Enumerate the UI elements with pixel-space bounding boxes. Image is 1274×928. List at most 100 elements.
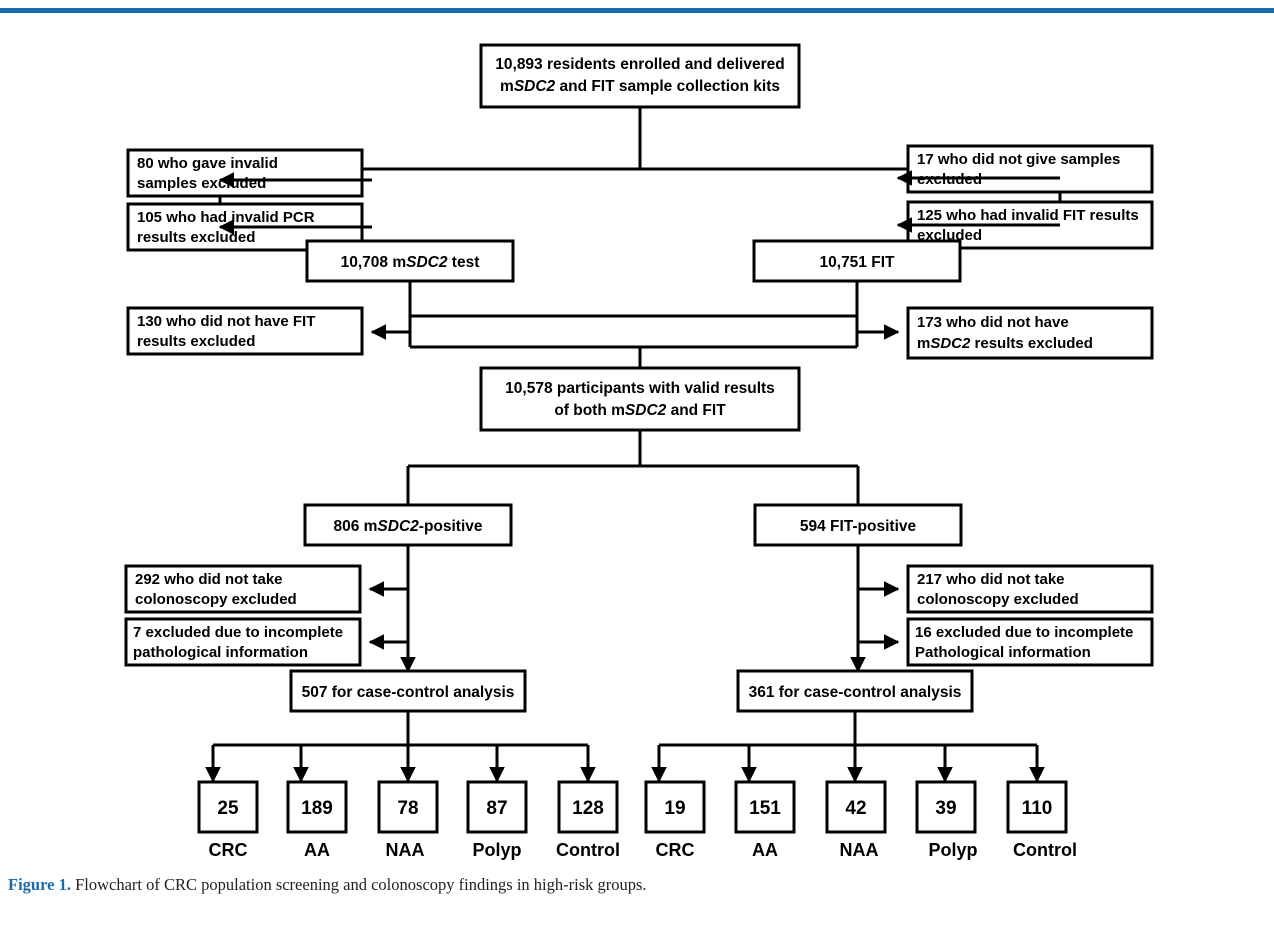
enrolled-line1: 10,893 residents enrolled and delivered: [495, 56, 784, 73]
node-excl-no-fit-results: 130 who did not have FIT results exclude…: [126, 306, 364, 356]
connector-fanout-right: [651, 711, 1045, 783]
outcome-right-label-4: Control: [1013, 840, 1077, 860]
outcome-right-3: 39 Polyp: [915, 780, 978, 860]
participants-line2: of both mSDC2 and FIT: [554, 402, 726, 419]
outcome-right-value-4: 110: [1022, 798, 1053, 819]
outcome-left-3: 87 Polyp: [466, 780, 528, 860]
excl-no-fit-results-line1: 130 who did not have FIT: [137, 313, 315, 330]
outcome-left-0: 25 CRC: [197, 780, 259, 860]
excl-incomplete-path-right-line1: 16 excluded due to incomplete: [915, 624, 1133, 641]
excl-incomplete-path-left-line1: 7 excluded due to incomplete: [133, 624, 343, 641]
outcome-left-2: 78 NAA: [377, 780, 439, 860]
excl-no-msdc2-results-post: results excluded: [970, 335, 1093, 352]
node-fit-test: 10,751 FIT: [752, 239, 962, 283]
fit-test-label: 10,751 FIT: [820, 254, 895, 271]
node-excl-invalid-samples: 80 who gave invalid samples excluded: [126, 148, 364, 198]
flowchart-figure: 10,893 residents enrolled and delivered …: [0, 18, 1274, 868]
top-accent-rule: [0, 8, 1274, 13]
excl-no-colo-right-line2: colonoscopy excluded: [917, 591, 1079, 608]
node-fit-positive: 594 FIT-positive: [753, 503, 963, 547]
outcome-left-value-2: 78: [397, 798, 418, 819]
node-analysis-right: 361 for case-control analysis: [736, 669, 974, 713]
excl-no-msdc2-results-line2: mSDC2 results excluded: [917, 335, 1093, 352]
connector-left-branch-spine: [368, 545, 416, 673]
participants-line2-pre: of both m: [554, 402, 625, 419]
node-msdc2-positive: 806 mSDC2-positive: [303, 503, 513, 547]
outcome-right-label-0: CRC: [656, 840, 695, 860]
excl-no-fit-results-line2: results excluded: [137, 333, 255, 350]
outcome-right-label-2: NAA: [840, 840, 879, 860]
figure-caption: Figure 1. Flowchart of CRC population sc…: [8, 874, 1208, 895]
connector-fanout-left: [205, 711, 596, 783]
connector-tests-merge: [408, 281, 859, 368]
analysis-right-label: 361 for case-control analysis: [749, 684, 962, 701]
connector-excl-left-top: [218, 172, 372, 235]
analysis-left-label: 507 for case-control analysis: [302, 684, 515, 701]
outcome-left-label-4: Control: [556, 840, 620, 860]
enrolled-line2: mSDC2 and FIT sample collection kits: [500, 78, 780, 95]
outcome-right-value-3: 39: [935, 798, 956, 819]
connector-participants-split: [406, 430, 860, 505]
msdc2-test-pre: 10,708 m: [341, 254, 407, 271]
figure-caption-text: Flowchart of CRC population screening an…: [70, 875, 647, 894]
msdc2-positive-post: -positive: [419, 518, 483, 535]
msdc2-test-label: 10,708 mSDC2 test: [341, 254, 480, 271]
outcome-right-0: 19 CRC: [644, 780, 706, 860]
msdc2-positive-pre: 806 m: [333, 518, 377, 535]
outcome-left-label-1: AA: [304, 840, 330, 860]
outcome-right-label-3: Polyp: [928, 840, 977, 860]
outcome-left-value-4: 128: [572, 798, 604, 819]
node-enrolled: 10,893 residents enrolled and delivered …: [479, 43, 801, 109]
node-excl-no-samples: 17 who did not give samples excluded: [906, 144, 1154, 194]
participants-line1: 10,578 participants with valid results: [505, 380, 775, 397]
outcome-right-1: 151 AA: [734, 780, 796, 860]
excl-no-msdc2-results-pre: m: [917, 335, 930, 352]
excl-no-samples-line1: 17 who did not give samples: [917, 151, 1120, 168]
outcome-right-value-0: 19: [664, 798, 685, 819]
msdc2-test-post: test: [447, 254, 479, 271]
excl-invalid-pcr-line2: results excluded: [137, 229, 255, 246]
participants-line2-italic: SDC2: [625, 402, 667, 419]
node-excl-no-msdc2-results: 173 who did not have mSDC2 results exclu…: [906, 306, 1154, 360]
connector-right-branch-spine: [850, 545, 900, 673]
outcome-right-value-2: 42: [845, 798, 866, 819]
participants-line2-post: and FIT: [666, 402, 726, 419]
enrolled-line2-post: and FIT sample collection kits: [555, 78, 780, 95]
excl-invalid-pcr-line1: 105 who had invalid PCR: [137, 209, 315, 226]
excl-incomplete-path-left-line2: pathological information: [133, 644, 308, 661]
outcome-left-value-1: 189: [301, 798, 333, 819]
outcome-right-value-1: 151: [749, 798, 781, 819]
node-excl-no-colo-right: 217 who did not take colonoscopy exclude…: [906, 564, 1154, 614]
msdc2-test-italic: SDC2: [406, 254, 448, 271]
outcome-left-value-0: 25: [217, 798, 239, 819]
node-excl-incomplete-path-left: 7 excluded due to incomplete pathologica…: [124, 617, 362, 667]
outcome-left-label-3: Polyp: [472, 840, 521, 860]
excl-no-msdc2-results-line1: 173 who did not have: [917, 314, 1069, 331]
node-excl-incomplete-path-right: 16 excluded due to incomplete Pathologic…: [906, 617, 1154, 667]
flowchart-svg: 10,893 residents enrolled and delivered …: [124, 43, 1154, 860]
node-analysis-left: 507 for case-control analysis: [289, 669, 527, 713]
msdc2-positive-label: 806 mSDC2-positive: [333, 518, 482, 535]
outcome-left-label-0: CRC: [209, 840, 248, 860]
outcome-left-4: 128 Control: [556, 780, 620, 860]
msdc2-positive-italic: SDC2: [377, 518, 419, 535]
excl-invalid-samples-line2: samples excluded: [137, 175, 266, 192]
node-participants: 10,578 participants with valid results o…: [479, 366, 801, 432]
excl-invalid-fit-line1: 125 who had invalid FIT results: [917, 207, 1139, 224]
outcome-right-2: 42 NAA: [825, 780, 887, 860]
outcome-left-value-3: 87: [486, 798, 507, 819]
node-msdc2-test: 10,708 mSDC2 test: [305, 239, 515, 283]
outcome-left-1: 189 AA: [286, 780, 348, 860]
enrolled-line2-pre: m: [500, 78, 514, 95]
fit-positive-label: 594 FIT-positive: [800, 518, 917, 535]
enrolled-line2-italic: SDC2: [514, 78, 556, 95]
connector-excl-right-top: [896, 170, 1060, 233]
excl-invalid-samples-line1: 80 who gave invalid: [137, 155, 278, 172]
excl-incomplete-path-right-line2: Pathological information: [915, 644, 1091, 661]
outcome-right-label-1: AA: [752, 840, 778, 860]
excl-no-msdc2-results-italic: SDC2: [930, 335, 971, 352]
outcome-left-label-2: NAA: [386, 840, 425, 860]
excl-no-colo-left-line2: colonoscopy excluded: [135, 591, 297, 608]
excl-no-colo-right-line1: 217 who did not take: [917, 571, 1065, 588]
